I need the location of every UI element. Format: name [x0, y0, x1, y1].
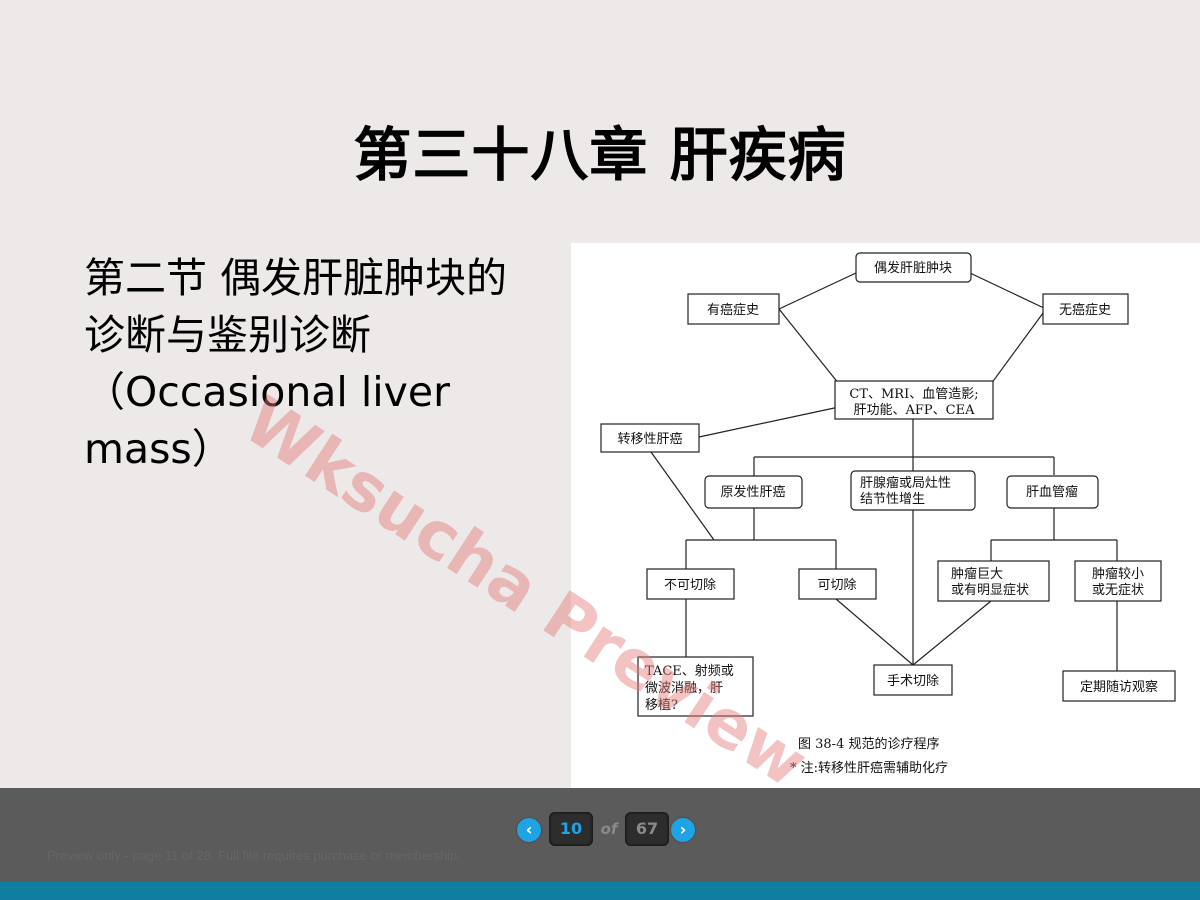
node-label: 有癌症史: [707, 302, 759, 318]
node-label: 定期随访观察: [1080, 680, 1158, 695]
section-heading: 第二节 偶发肝脏肿块的 诊断与鉴别诊断 （Occasional liver ma…: [84, 250, 574, 478]
node-label: 肿瘤巨大: [951, 566, 1003, 582]
current-page-field[interactable]: 10: [549, 812, 593, 846]
node-label: 移植?: [645, 698, 678, 713]
flowchart-node-large-tumor: 肿瘤巨大 或有明显症状: [937, 560, 1050, 602]
node-label: 肿瘤较小: [1092, 566, 1144, 582]
flowchart-node-hemangioma: 肝血管瘤: [1006, 475, 1099, 509]
node-label: 肝血管瘤: [1026, 484, 1078, 500]
node-label: 肝腺瘤或局灶性: [860, 475, 951, 491]
section-line: （Occasional liver: [84, 368, 450, 416]
flowchart-node-primary: 原发性肝癌: [704, 475, 803, 509]
flowchart-node-unresectable: 不可切除: [646, 568, 735, 600]
flowchart-connectors: [650, 272, 1118, 671]
preview-notice: Preview only - page 11 of 28. Full file …: [47, 848, 461, 863]
node-label: 手术切除: [887, 674, 939, 689]
node-label: 可切除: [817, 578, 856, 593]
chevron-left-icon: ‹: [525, 820, 533, 839]
pager-bar: ‹ 10 of 67 › Preview only - page 11 of 2…: [0, 788, 1200, 882]
flowchart-node-top: 偶发肝脏肿块: [855, 252, 972, 283]
node-label: 偶发肝脏肿块: [874, 260, 952, 276]
section-line: mass）: [84, 425, 233, 473]
section-line: 诊断与鉴别诊断: [84, 311, 371, 359]
flowchart-node-tace: TACE、射频或 微波消融，肝 移植?: [637, 656, 754, 717]
node-label: 不可切除: [664, 578, 716, 593]
prev-page-button[interactable]: ‹: [517, 818, 541, 842]
next-page-button[interactable]: ›: [671, 818, 695, 842]
slide-title: 第三十八章 肝疾病: [353, 121, 847, 189]
flowchart-node-resectable: 可切除: [798, 568, 877, 600]
flowchart-node-metastatic: 转移性肝癌: [600, 423, 700, 453]
node-label: 结节性增生: [860, 492, 925, 507]
flowchart-node-tests: CT、MRI、血管造影; 肝功能、AFP、CEA: [834, 380, 994, 420]
chevron-right-icon: ›: [679, 820, 687, 839]
node-label: 原发性肝癌: [720, 484, 785, 500]
node-label: TACE、射频或: [645, 663, 734, 679]
figure-note: * 注:转移性肝癌需辅助化疗: [790, 760, 948, 776]
flowchart-figure: 偶发肝脏肿块 有癌症史 无癌症史 CT、MRI、血管造影; 肝功能、AFP、CE…: [571, 243, 1200, 788]
node-label: CT、MRI、血管造影;: [849, 387, 978, 402]
flowchart-node-small-tumor: 肿瘤较小 或无症状: [1074, 560, 1162, 602]
flowchart-node-cancer-history: 有癌症史: [687, 293, 780, 325]
node-label: 或无症状: [1092, 583, 1144, 598]
page-of-label: of: [600, 820, 618, 838]
flowchart-diagram: 偶发肝脏肿块 有癌症史 无癌症史 CT、MRI、血管造影; 肝功能、AFP、CE…: [600, 252, 1176, 776]
flowchart-node-followup: 定期随访观察: [1062, 670, 1176, 702]
flowchart-node-surgery: 手术切除: [873, 664, 953, 696]
total-pages: 67: [625, 812, 669, 846]
figure-caption: 图 38-4 规范的诊疗程序: [798, 736, 939, 752]
node-label: 微波消融，肝: [645, 681, 723, 696]
flowchart-node-no-cancer-history: 无癌症史: [1042, 293, 1129, 325]
flowchart-node-adenoma: 肝腺瘤或局灶性 结节性增生: [850, 470, 976, 511]
section-line: 第二节 偶发肝脏肿块的: [84, 254, 508, 302]
node-label: 转移性肝癌: [617, 431, 682, 447]
bottom-strip: [0, 882, 1200, 900]
slide: 第三十八章 肝疾病 第二节 偶发肝脏肿块的 诊断与鉴别诊断 （Occasiona…: [84, 121, 1200, 803]
node-label: 无癌症史: [1059, 302, 1111, 318]
node-label: 肝功能、AFP、CEA: [854, 403, 976, 418]
node-label: 或有明显症状: [951, 583, 1029, 598]
